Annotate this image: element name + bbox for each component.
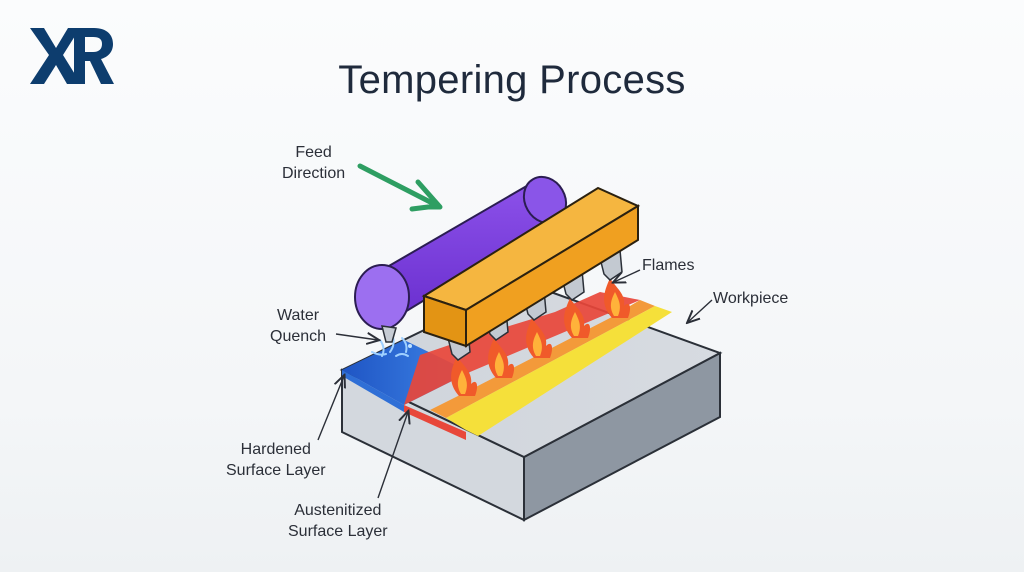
label-austenitized-line2: Surface Layer [288, 523, 388, 540]
label-feed-line2: Direction [282, 165, 346, 182]
label-water-line1: Water [276, 307, 320, 324]
label-austenitized-line1: Austenitized [294, 502, 382, 519]
label-hardened-line2: Surface Layer [226, 462, 326, 479]
quench-roller [354, 175, 568, 343]
label-austenitized: Austenitized Surface Layer [288, 500, 388, 542]
flames [451, 278, 631, 396]
label-workpiece: Workpiece [713, 290, 789, 307]
xr-logo [30, 28, 114, 84]
label-flames: Flames [642, 257, 695, 274]
label-water-line2: Quench [270, 328, 327, 345]
page-title: Tempering Process [338, 58, 686, 102]
label-feed-direction: Feed Direction [282, 142, 345, 184]
heater-bar [421, 186, 641, 361]
feed-direction-arrow [357, 163, 443, 212]
label-feed-line1: Feed [295, 144, 332, 161]
leader-lines [317, 269, 713, 499]
label-hardened: Hardened Surface Layer [226, 439, 326, 481]
label-hardened-line1: Hardened [240, 441, 311, 458]
label-water-quench: Water Quench [270, 305, 326, 347]
